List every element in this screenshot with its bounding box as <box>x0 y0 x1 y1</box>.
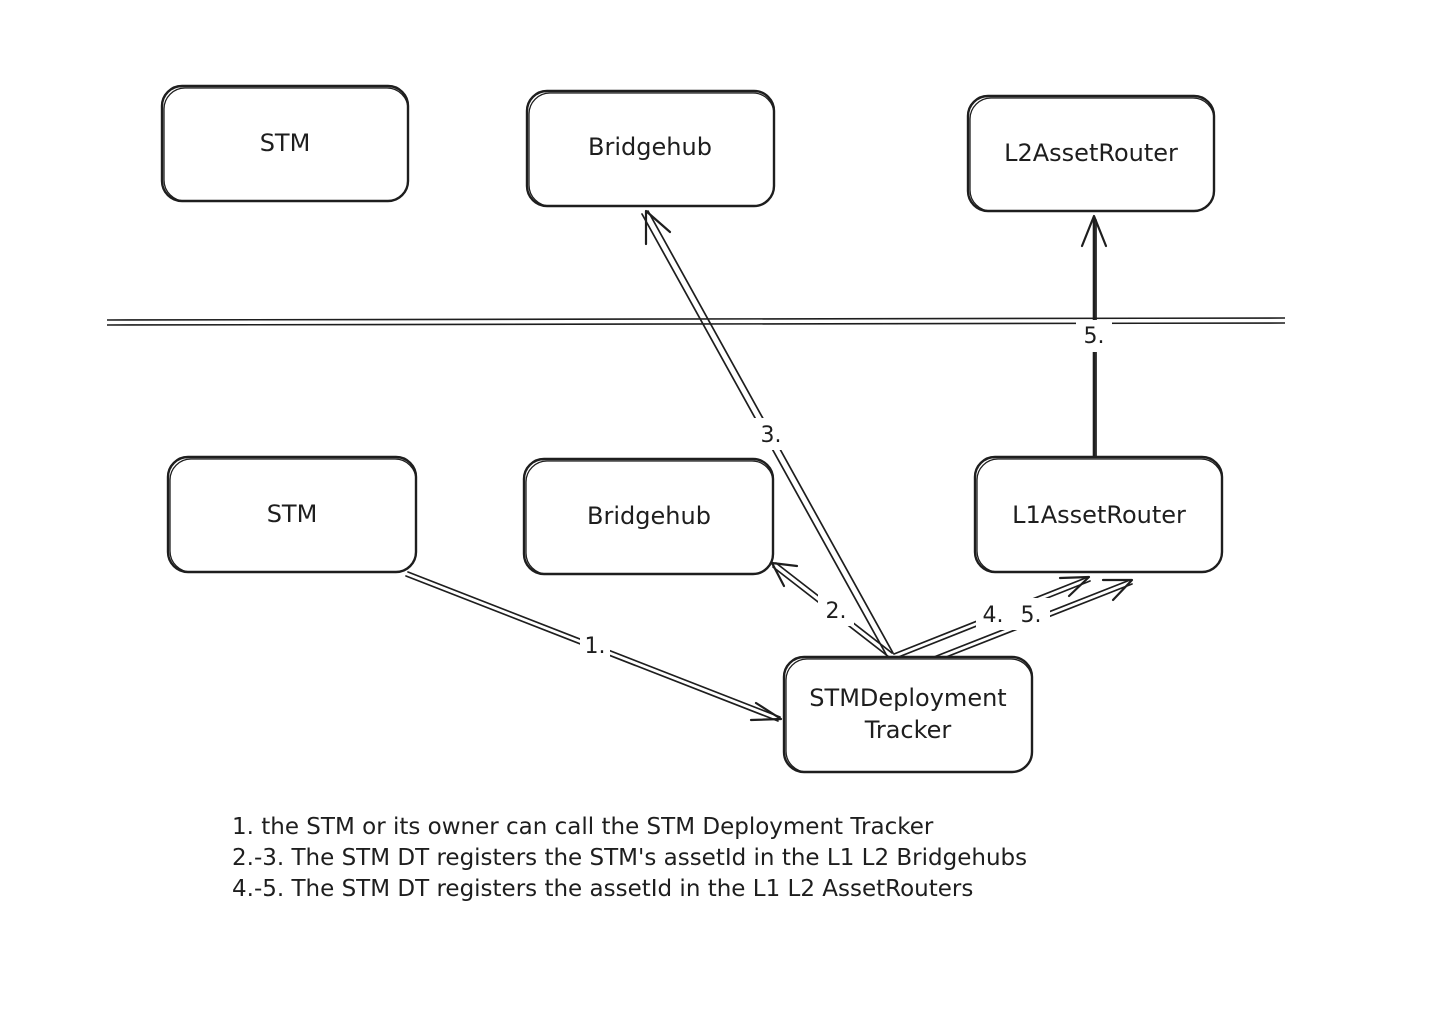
edge-label-step1: 1. <box>585 634 606 659</box>
edge-label-step4: 4. <box>983 603 1004 628</box>
node-l2-bridgehub: Bridgehub <box>525 89 776 208</box>
edge-label-step2: 2. <box>826 599 847 624</box>
edge-step4-5: 4. 5. <box>893 575 1134 662</box>
edge-label-step5-l1: 5. <box>1021 603 1042 628</box>
node-l2-asset-router: L2AssetRouter <box>966 94 1216 213</box>
node-label-l1-bridgehub: Bridgehub <box>587 502 711 530</box>
node-l2-stm: STM <box>160 84 410 203</box>
edge-step3: 3. <box>641 209 894 657</box>
edge-step2: 2. <box>770 561 893 658</box>
node-label-l2-asset-router: L2AssetRouter <box>1004 139 1178 167</box>
node-l1-bridgehub: Bridgehub <box>522 457 775 576</box>
note-step4-5: 4.-5. The STM DT registers the assetId i… <box>232 876 974 902</box>
node-label-tracker-line1: STMDeployment <box>809 684 1006 712</box>
edge-label-step3: 3. <box>761 423 782 448</box>
note-step1: 1. the STM or its owner can call the STM… <box>232 814 934 840</box>
node-l1-asset-router: L1AssetRouter <box>973 455 1224 574</box>
node-label-tracker-line2: Tracker <box>864 716 952 744</box>
edge-label-step5-l2: 5. <box>1084 324 1105 349</box>
node-label-l2-bridgehub: Bridgehub <box>588 133 712 161</box>
node-label-l1-asset-router: L1AssetRouter <box>1012 501 1186 529</box>
node-label-l1-stm: STM <box>267 500 318 528</box>
node-stm-deployment-tracker: STMDeployment Tracker <box>782 655 1034 774</box>
node-l1-stm: STM <box>166 455 418 574</box>
edge-step5-l2: 5. <box>1076 214 1112 458</box>
node-label-l2-stm: STM <box>260 129 311 157</box>
note-step2-3: 2.-3. The STM DT registers the STM's ass… <box>232 845 1028 871</box>
edge-step1: 1. <box>405 571 783 722</box>
diagram-notes: 1. the STM or its owner can call the STM… <box>232 812 1332 905</box>
